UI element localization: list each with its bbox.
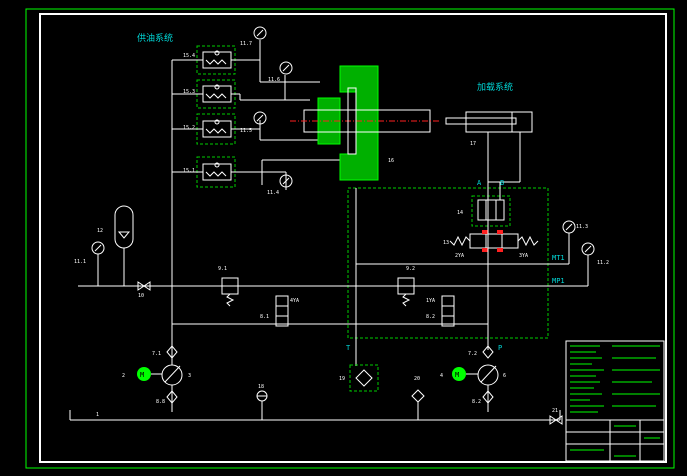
- filter-20: [411, 389, 425, 420]
- label-tank-1: 1: [96, 412, 99, 418]
- label-4ya: 4YA: [290, 298, 299, 304]
- port-p: P: [498, 344, 502, 352]
- port-a: A: [477, 179, 482, 187]
- label-check-valve-10: 10: [138, 293, 144, 299]
- label-filter-15-1: 15.1: [183, 168, 195, 174]
- loading-system-title: 加载系统: [477, 81, 513, 93]
- motor-left: [137, 367, 151, 381]
- label-18: 18: [258, 384, 264, 390]
- label-3ya: 3YA: [519, 253, 528, 259]
- tank-line: [69, 340, 561, 421]
- directional-valve-13: [449, 233, 539, 249]
- label-gauge-11-7: 11.7: [240, 41, 252, 47]
- port-marker: [482, 230, 488, 234]
- clutch-assembly: [290, 65, 440, 181]
- outer-frame: [25, 8, 675, 469]
- label-cylinder-17: 17: [470, 141, 476, 147]
- label-gauge-11-5: 11.5: [240, 128, 252, 134]
- valve-14: [477, 199, 505, 221]
- filter-bank: [196, 45, 236, 188]
- motor-right: [452, 367, 466, 381]
- label-mp1: MP1: [552, 277, 565, 285]
- port-marker: [497, 248, 503, 252]
- port-marker: [482, 248, 488, 252]
- drain-valve-21: [549, 415, 563, 425]
- label-valve-13: 13: [443, 240, 449, 246]
- motor-right-label: M: [455, 371, 459, 379]
- label-mt1: MT1: [552, 254, 565, 262]
- label-valve-8-1: 8.1: [260, 314, 269, 320]
- pump-right: [477, 345, 499, 412]
- label-filter-15-2: 15.2: [183, 125, 195, 131]
- label-20: 20: [414, 376, 420, 382]
- check-valve: [137, 281, 151, 291]
- cooler-19: [355, 369, 373, 387]
- relief-valves: [221, 277, 415, 307]
- label-7-1: 7.1: [152, 351, 161, 357]
- label-filter-15-4: 15.4: [183, 53, 195, 59]
- loading-cylinder: [445, 111, 533, 183]
- label-7-2: 7.2: [468, 351, 477, 357]
- solenoid-valves: [275, 295, 455, 327]
- pressure-gauges: [91, 26, 595, 256]
- label-filter-15-3: 15.3: [183, 89, 195, 95]
- motor-left-label: M: [140, 371, 144, 379]
- inner-frame: [39, 13, 667, 463]
- accumulator: [114, 205, 134, 249]
- cooler-19-boundary: [349, 364, 379, 392]
- label-relief-9-1: 9.1: [218, 266, 227, 272]
- label-filter-8-8: 8.8: [156, 399, 165, 405]
- label-gauge-11-4: 11.4: [267, 190, 279, 196]
- label-gauge-11-3: 11.3: [576, 224, 588, 230]
- valve-block-boundary: [347, 187, 549, 339]
- label-3: 3: [188, 373, 191, 379]
- label-4: 4: [440, 373, 443, 379]
- valve-14-boundary: [471, 195, 511, 227]
- title-block: [565, 340, 665, 462]
- label-valve-14: 14: [457, 210, 463, 216]
- label-valve-8-2: 8.2: [426, 314, 435, 320]
- label-relief-9-2: 9.2: [406, 266, 415, 272]
- label-gauge-11-2: 11.2: [597, 260, 609, 266]
- label-clutch-16: 16: [388, 158, 394, 164]
- thermometer-18: [256, 390, 268, 420]
- label-gauge-11-1: 11.1: [74, 259, 86, 265]
- label-1ya: 1YA: [426, 298, 435, 304]
- label-21: 21: [552, 408, 558, 414]
- loading-piping: [78, 182, 589, 350]
- supply-system-title: 供油系统: [137, 32, 173, 44]
- port-t: T: [346, 344, 351, 352]
- pump-left: [161, 345, 183, 412]
- label-gauge-11-6: 11.6: [268, 77, 280, 83]
- label-6: 6: [503, 373, 506, 379]
- label-2ya: 2YA: [455, 253, 464, 259]
- port-marker: [497, 230, 503, 234]
- label-19: 19: [339, 376, 345, 382]
- label-accumulator-12: 12: [97, 228, 103, 234]
- label-2: 2: [122, 373, 125, 379]
- label-filter-8-2: 8.2: [472, 399, 481, 405]
- port-b: B: [500, 179, 504, 187]
